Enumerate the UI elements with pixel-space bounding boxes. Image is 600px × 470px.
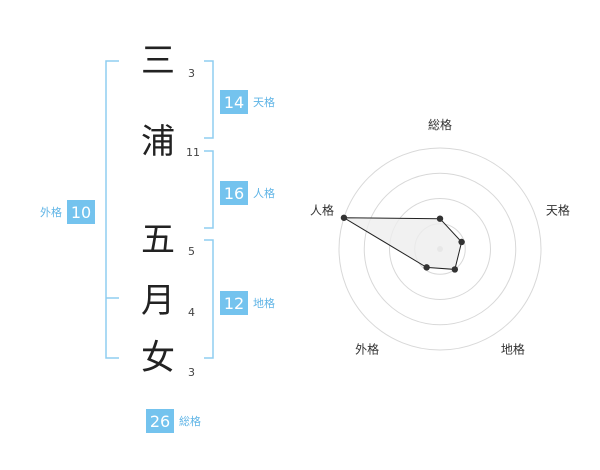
name-char-4: 月	[141, 281, 175, 321]
soukaku-label: 総格	[179, 415, 201, 428]
radar-point-外格	[423, 264, 430, 271]
radar-axis-label: 地格	[501, 341, 525, 356]
chikaku-label: 地格	[253, 297, 275, 310]
stroke-count-4: 4	[188, 306, 195, 319]
name-char-1: 三	[141, 41, 175, 81]
name-char-2: 浦	[141, 122, 175, 162]
gaikaku-value: 10	[67, 200, 95, 224]
gaikaku-badge: 外格 10	[40, 200, 95, 224]
gaikaku-label: 外格	[40, 206, 62, 219]
soukaku-badge: 26 総格	[146, 409, 201, 433]
chikaku-badge: 12 地格	[220, 291, 275, 315]
stroke-count-2: 11	[186, 146, 200, 159]
radar-axis-label: 人格	[310, 203, 334, 218]
radar-point-総格	[436, 215, 444, 222]
radar-polygon	[342, 217, 463, 270]
soukaku-value: 26	[146, 409, 174, 433]
stroke-count-1: 3	[188, 67, 195, 80]
radar-axis-label: 天格	[546, 203, 570, 218]
tenkaku-badge: 14 天格	[220, 90, 275, 114]
stroke-count-3: 5	[188, 245, 195, 258]
name-char-5: 女	[141, 338, 175, 378]
name-char-3: 五	[141, 220, 175, 260]
jinkaku-value: 16	[220, 181, 248, 205]
jinkaku-label: 人格	[253, 187, 275, 200]
radar-point-地格	[451, 266, 459, 273]
radar-point-天格	[458, 238, 465, 246]
radar-axis-label: 総格	[428, 117, 452, 132]
tenkaku-value: 14	[220, 90, 248, 114]
radar-axis-label: 外格	[355, 341, 379, 356]
tenkaku-label: 天格	[253, 96, 275, 109]
radar-ring-4	[338, 147, 542, 351]
jinkaku-badge: 16 人格	[220, 181, 275, 205]
radar-point-人格	[340, 214, 348, 221]
stroke-count-5: 3	[188, 366, 195, 379]
radar-ring-3	[363, 172, 517, 326]
radar-ring-2	[389, 198, 491, 300]
chikaku-value: 12	[220, 291, 248, 315]
